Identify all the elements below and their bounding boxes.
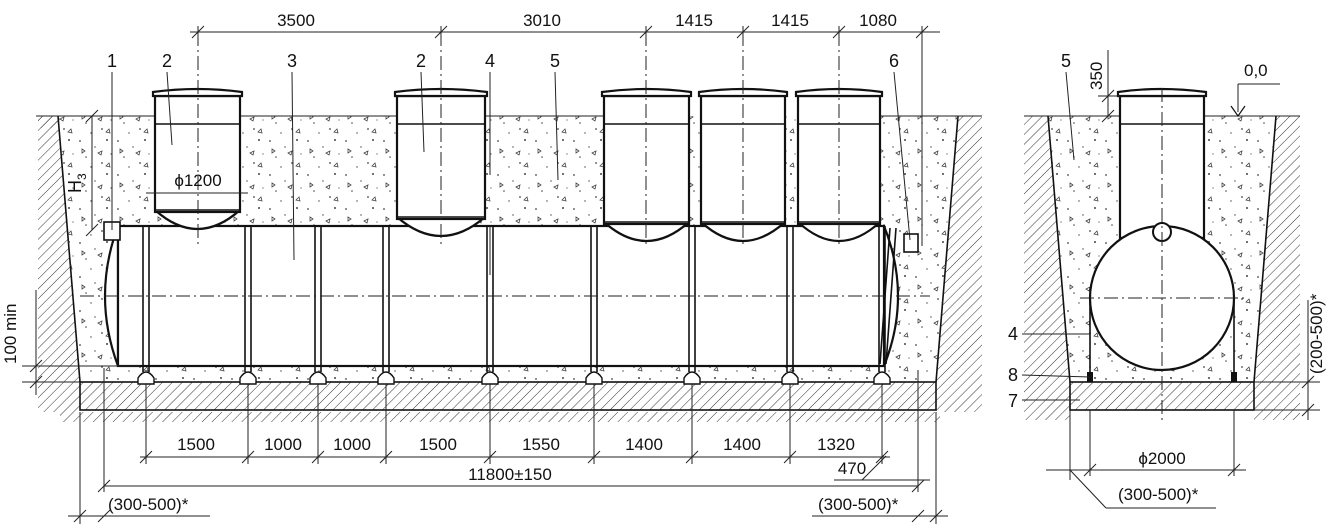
bottom-dim-1: 1500 (177, 435, 215, 454)
min-gap-label: 100 min (1, 304, 20, 364)
overall-length: 11800±150 (468, 465, 552, 484)
clearance-section: (300-500)* (1118, 485, 1199, 504)
section-callout-7: 7 (1008, 391, 1018, 411)
callouts: 1 2 3 2 4 5 6 (107, 51, 911, 261)
bottom-dim-4: 1500 (419, 435, 457, 454)
bottom-dim-6: 1400 (625, 435, 663, 454)
section-callout-5: 5 (1061, 51, 1071, 71)
callout-6: 6 (889, 51, 899, 71)
tank-diameter: ϕ2000 (1138, 449, 1185, 468)
clearance-left: (300-500)* (108, 495, 189, 514)
riser-diameter-dim: ϕ1200 (146, 171, 248, 194)
bottom-dim-8: 1320 (817, 435, 855, 454)
depth-label-sub: 3 (75, 173, 89, 180)
rib (309, 226, 327, 385)
depth-label: H (65, 180, 85, 193)
rib (585, 226, 603, 385)
depth-dim: H3 (65, 109, 99, 237)
riser-top-offset: 350 (1087, 62, 1106, 90)
level-label: 0,0 (1244, 61, 1268, 80)
section-callout-8: 8 (1008, 365, 1018, 385)
bedding-height: (200-500)* (1307, 293, 1326, 374)
tank-ribs (137, 226, 891, 385)
callout-2a: 2 (162, 51, 172, 71)
bottom-dim-5: 1550 (522, 435, 560, 454)
clearance-right: (300-500)* (818, 495, 899, 514)
top-dim-1: 3500 (277, 11, 315, 30)
level-mark: 0,0 (1230, 61, 1280, 118)
rib (781, 226, 799, 385)
rib (481, 226, 499, 385)
rib (137, 226, 155, 385)
min-gap-dim: 100 min (1, 290, 140, 395)
callout-4: 4 (485, 51, 495, 71)
top-dim-4: 1415 (771, 11, 809, 30)
riser-diameter: ϕ1200 (174, 171, 221, 190)
svg-text:H3: H3 (65, 173, 89, 193)
top-dim-5: 1080 (859, 11, 897, 30)
end-offset: 470 (838, 459, 866, 478)
callout-1: 1 (107, 51, 117, 71)
bottom-dimension-chain: 1500 1000 1000 1500 1550 1400 1400 1320 (139, 384, 890, 464)
callout-2b: 2 (416, 51, 426, 71)
overall-dims: 11800±150 470 (97, 368, 930, 493)
section-callout-4: 4 (1008, 324, 1018, 344)
bottom-dim-2: 1000 (264, 435, 302, 454)
section-view: 350 0,0 5 4 8 7 (200-500)* ϕ2000 (1008, 50, 1326, 509)
top-dim-2: 3010 (523, 11, 561, 30)
side-view: 3500 3010 1415 1415 1080 1 2 3 2 4 5 6 ϕ (1, 11, 982, 524)
top-dimension-chain: 3500 3010 1415 1415 1080 (190, 11, 940, 246)
bottom-dim-3: 1000 (333, 435, 371, 454)
callout-3: 3 (287, 51, 297, 71)
top-dim-3: 1415 (675, 11, 713, 30)
rib (683, 226, 701, 385)
trench-clearance-dims: (300-500)* (300-500)* (68, 412, 948, 524)
base-slab (79, 381, 937, 411)
rib (377, 226, 395, 385)
outlet-pipe (903, 233, 919, 253)
rib (239, 226, 257, 385)
bottom-dim-7: 1400 (723, 435, 761, 454)
callout-5: 5 (550, 51, 560, 71)
